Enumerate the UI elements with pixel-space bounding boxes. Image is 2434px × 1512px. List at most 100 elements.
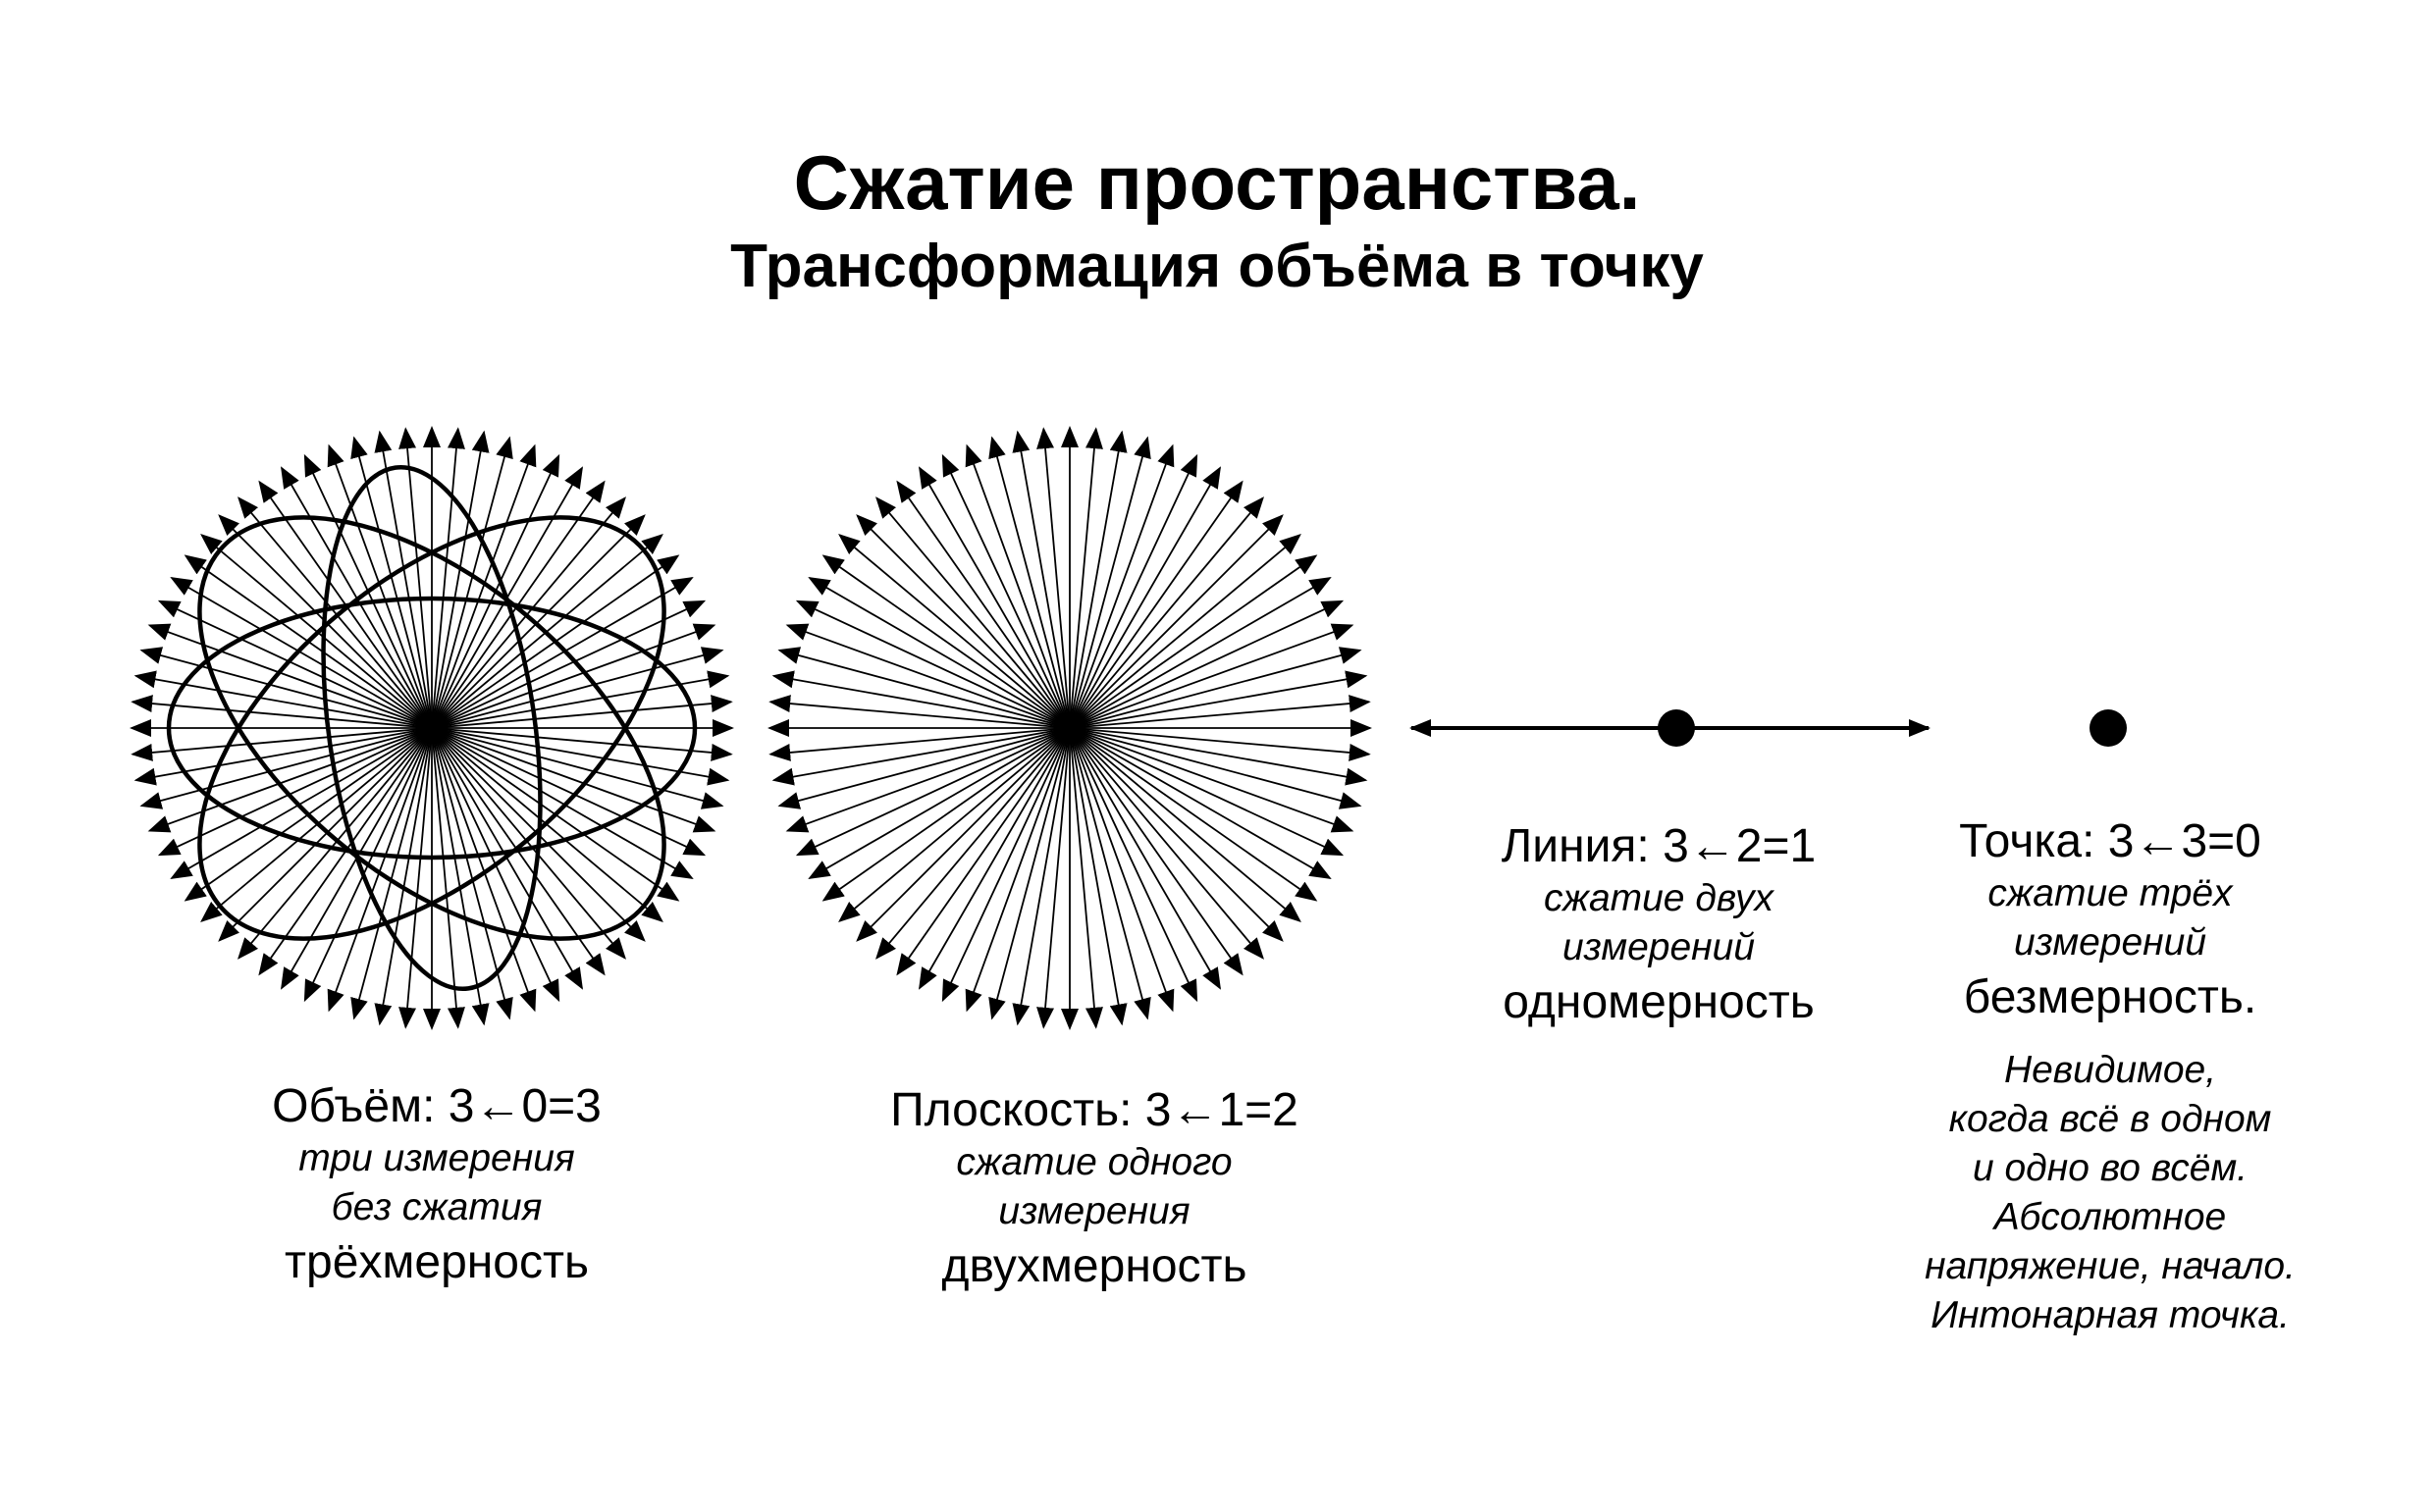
plane-ray-arrow xyxy=(1069,453,1198,729)
plane-ray-arrow xyxy=(1069,466,1222,729)
plane-ray-arrow xyxy=(1069,727,1264,960)
plane-ray-arrow xyxy=(1069,727,1362,809)
volume-ray-arrow xyxy=(170,576,433,729)
plane-ray-arrow xyxy=(771,727,1071,786)
single-point xyxy=(2090,709,2127,747)
volume-ray-arrow xyxy=(431,430,490,729)
plane-ray-arrow xyxy=(856,514,1071,729)
volume-ray-arrow xyxy=(131,695,433,729)
plane-ray-arrow xyxy=(1069,727,1151,1020)
plane-ray-arrow xyxy=(808,727,1071,880)
volume-ray-arrow xyxy=(431,576,694,729)
plane-dimension: двухмерность xyxy=(941,1240,1247,1292)
plane-center-dot xyxy=(1061,719,1079,737)
plane-ray-arrow xyxy=(1069,427,1103,729)
page-title: Сжатие пространства. xyxy=(793,139,1641,226)
volume-ray-arrow xyxy=(238,496,433,729)
plane-ray-arrow xyxy=(1069,514,1284,729)
volume-ray-arrow xyxy=(431,727,707,857)
volume-ray-arrow xyxy=(157,600,433,729)
orbit-ellipse-tilted-left xyxy=(197,515,666,941)
volume-ray-arrow xyxy=(374,727,433,1026)
volume-ray-arrow xyxy=(431,727,694,880)
plane-ray-arrow xyxy=(1069,727,1332,880)
caption-volume: Объём: 3←0=3 три измерения без сжатия тр… xyxy=(123,1079,751,1293)
volume-ray-arrow xyxy=(431,695,733,729)
volume-ray-arrow xyxy=(238,727,433,960)
plane-ray-arrow xyxy=(1069,727,1198,1003)
plane-ray-arrow xyxy=(771,670,1071,729)
plane-ray-arrow xyxy=(808,576,1071,729)
plane-ray-arrow xyxy=(988,727,1071,1020)
volume-ray-arrow xyxy=(218,727,433,942)
plane-ray-arrow xyxy=(918,466,1071,729)
plane-ray-arrow xyxy=(1069,727,1345,857)
plane-ray-arrow xyxy=(965,443,1071,729)
plane-ray-arrow xyxy=(777,727,1071,809)
plane-ray-arrow xyxy=(1069,576,1332,729)
plane-ray-arrow xyxy=(821,554,1071,729)
plane-ray-arrow xyxy=(1069,727,1243,976)
caption-point: Точка: 3←3=0 сжатие трёх измерений безме… xyxy=(1796,814,2424,1340)
plane-ray-arrow xyxy=(1069,727,1175,1013)
plane-ray-arrow xyxy=(1069,436,1151,729)
volume-description: три измерения без сжатия xyxy=(298,1137,575,1228)
volume-ray-arrow xyxy=(374,430,433,729)
volume-ray-arrow xyxy=(139,727,433,809)
plane-ray-arrow xyxy=(768,727,1071,761)
volume-ray-arrow xyxy=(398,727,433,1029)
plane-ray-arrow xyxy=(988,436,1071,729)
plane-ray-arrow xyxy=(1069,443,1175,729)
line-formula: Линия: 3←2=1 xyxy=(1501,820,1817,872)
plane-ray-arrow xyxy=(1069,727,1301,922)
volume-ray-arrow xyxy=(327,727,433,1013)
plane-ray-arrow xyxy=(1069,727,1222,990)
volume-ray-arrow xyxy=(431,727,733,761)
plane-ray-arrow xyxy=(838,727,1071,922)
volume-sphere xyxy=(130,426,734,1030)
volume-ray-arrow xyxy=(131,727,433,761)
plane-ray-arrow xyxy=(896,480,1071,729)
line-center-point xyxy=(1658,709,1695,747)
orbit-ellipse-vertical xyxy=(321,464,543,992)
plane-ray-arrow xyxy=(1069,727,1284,942)
line-dimension: одномерность xyxy=(1503,976,1815,1028)
point-formula: Точка: 3←3=0 xyxy=(1959,815,2261,867)
plane-ray-arrow xyxy=(1069,496,1264,729)
volume-ray-arrow xyxy=(431,727,724,809)
plane-ray-arrow xyxy=(941,727,1071,1003)
volume-ray-arrow xyxy=(147,623,433,729)
line-description: сжатие двух измерений xyxy=(1544,877,1773,968)
point-dimension: безмерность. xyxy=(1963,971,2257,1023)
volume-ray-arrow xyxy=(431,514,646,729)
plane-ray-arrow xyxy=(768,695,1071,729)
volume-ray-arrow xyxy=(431,623,716,729)
plane-ray-arrow xyxy=(1069,480,1243,729)
plane-ray-arrow xyxy=(1069,727,1354,833)
plane-disc xyxy=(767,426,1372,1030)
plane-ray-arrow xyxy=(785,623,1071,729)
volume-ray-arrow xyxy=(431,600,707,729)
volume-center-dot xyxy=(423,719,441,737)
volume-ray-arrow xyxy=(431,647,724,729)
plane-ray-arrow xyxy=(777,647,1071,729)
plane-ray-arrow xyxy=(1069,534,1301,729)
point-stage xyxy=(2090,709,2127,747)
plane-ray-arrow xyxy=(1069,647,1362,729)
plane-ray-arrow xyxy=(965,727,1071,1013)
plane-ray-arrow xyxy=(918,727,1071,990)
volume-ray-arrow xyxy=(431,496,626,729)
plane-ray-arrow xyxy=(795,600,1071,729)
plane-ray-arrow xyxy=(941,453,1071,729)
plane-ray-arrow xyxy=(1069,430,1128,729)
plane-ray-arrow xyxy=(856,727,1071,942)
volume-ray-arrow xyxy=(431,727,490,1026)
volume-ray-arrow xyxy=(139,647,433,729)
plane-formula: Плоскость: 3←1=2 xyxy=(890,1084,1298,1136)
plane-ray-arrow xyxy=(1069,727,1128,1026)
plane-ray-arrow xyxy=(1069,670,1368,729)
plane-ray-arrow xyxy=(875,496,1071,729)
line-stage xyxy=(1409,709,1931,747)
plane-description: сжатие одного измерения xyxy=(956,1141,1233,1232)
